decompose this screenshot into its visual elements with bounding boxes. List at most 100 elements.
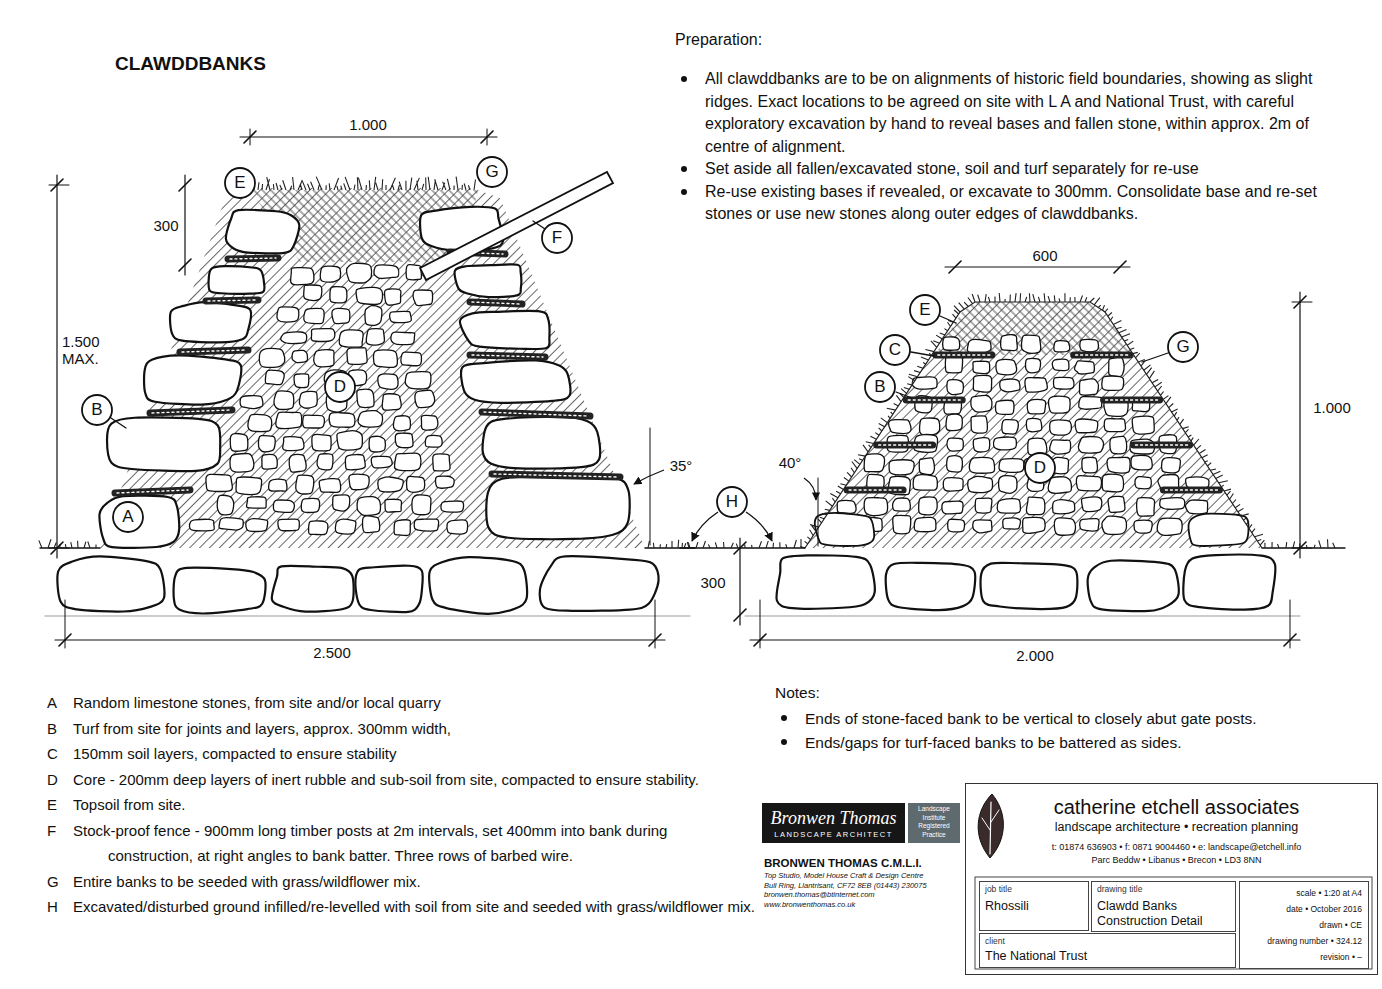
grass-fringe xyxy=(39,539,96,548)
extension-line xyxy=(1292,302,1312,303)
rubble-stone xyxy=(943,478,963,491)
rubble-stone xyxy=(414,519,438,531)
turf-hatch xyxy=(1136,444,1188,445)
rubble-stone xyxy=(1023,517,1045,533)
key-text: Stock-proof fence - 900mm long timber po… xyxy=(73,818,755,869)
extension-line xyxy=(760,600,761,648)
rubble-stone xyxy=(447,520,467,534)
callout-ring xyxy=(880,335,910,365)
callout-circle: D xyxy=(1024,452,1056,486)
rubble-stone xyxy=(1102,516,1127,534)
practice-address: Bull Ring, Llantrisant, CF72 8EB (01443)… xyxy=(764,881,962,891)
rubble-stone xyxy=(278,519,299,531)
rubble-stone xyxy=(1049,396,1071,413)
title-block-text: drawing number • 324.12 xyxy=(1246,933,1362,949)
turf-layer xyxy=(492,474,620,477)
title-block-text: scale • 1:20 at A4 xyxy=(1246,885,1362,901)
rubble-stone xyxy=(349,474,369,489)
turf-layer xyxy=(180,350,248,352)
rubble-stone xyxy=(1002,420,1019,434)
rubble-stone xyxy=(357,497,380,516)
rubble-stone xyxy=(405,372,431,389)
rubble-stone xyxy=(973,375,991,392)
callout-arrow xyxy=(746,512,772,541)
angle-arrow xyxy=(804,478,816,500)
face-stone xyxy=(486,476,629,539)
rubble-stone xyxy=(1107,457,1130,473)
rubble-stone xyxy=(1082,497,1102,512)
rubble-stone xyxy=(274,391,294,409)
label-anchor: 600 xyxy=(1030,247,1059,264)
logo-text: Registered Practice xyxy=(910,822,958,839)
face-stone xyxy=(483,417,601,469)
practice-name: BRONWEN THOMAS C.M.L.I. xyxy=(764,856,962,871)
turf-layer xyxy=(206,300,258,301)
excavation-line xyxy=(45,616,690,617)
callout-letter: H xyxy=(716,486,748,518)
title-block-text: revision • – xyxy=(1246,949,1362,965)
turf-layer xyxy=(1163,487,1219,494)
title-block-text: Clawdd Banks Construction Detail xyxy=(1097,899,1230,929)
rubble-stone xyxy=(382,394,401,410)
extension-line xyxy=(487,129,488,145)
key-letter: H xyxy=(47,894,73,920)
label-anchor: 1.000 xyxy=(347,116,389,133)
rubble-stone xyxy=(1157,518,1182,535)
rubble-stone xyxy=(1054,377,1074,389)
callout-circle: D xyxy=(324,371,356,405)
turf-layer xyxy=(877,442,933,449)
dimension-line xyxy=(184,175,185,275)
note-text: Ends of stone-faced bank to be vertical … xyxy=(805,707,1365,731)
key-text: Excavated/disturbed ground infilled/re-l… xyxy=(73,894,755,920)
rubble-stone xyxy=(291,268,314,285)
face-stone xyxy=(144,355,241,404)
rubble-stone xyxy=(357,389,374,407)
turf-hatch xyxy=(849,489,901,490)
turf-layer xyxy=(482,412,590,416)
bullet-dot xyxy=(681,166,687,172)
rubble-stone xyxy=(374,350,398,367)
rubble-stone xyxy=(837,501,856,514)
turf-layer xyxy=(1134,442,1190,449)
rubble-stone xyxy=(913,475,937,491)
dimension-tick xyxy=(734,542,746,554)
extension-line xyxy=(655,600,656,648)
callout-ring xyxy=(1168,332,1198,362)
rubble-stone xyxy=(996,400,1014,414)
rubble-stone xyxy=(247,497,267,508)
callout-circle: E xyxy=(224,167,256,201)
rubble-stone xyxy=(283,437,304,451)
title-block-text: Rhossili xyxy=(985,899,1083,914)
rubble-stone xyxy=(969,458,994,474)
rubble-stone xyxy=(301,498,319,512)
rubble-stone xyxy=(1048,477,1071,493)
text-group: Notes:Ends of stone-faced bank to be ver… xyxy=(775,681,1365,755)
key-row: HExcavated/disturbed ground infilled/re-… xyxy=(47,894,755,920)
label-anchor: 300 xyxy=(698,574,727,591)
rubble-stone xyxy=(407,476,425,492)
key-text: Turf from site for joints and layers, ap… xyxy=(73,716,755,742)
key-text: Core - 200mm deep layers of inert rubble… xyxy=(73,767,755,793)
rubble-stone xyxy=(292,350,307,362)
extension-line xyxy=(49,185,69,186)
note-text: All clawddbanks are to be on alignments … xyxy=(705,68,1325,158)
logo-text: Bronwen Thomas xyxy=(766,807,901,829)
rubble-stone xyxy=(1079,397,1102,410)
turf-hatch xyxy=(1076,354,1128,355)
grass-fringe xyxy=(648,540,690,548)
dimension: 1.000 xyxy=(347,116,389,133)
rubble-stone xyxy=(311,329,335,342)
key-row: GEntire banks to be seeded with grass/wi… xyxy=(47,869,755,895)
rubble-stone xyxy=(219,518,243,530)
rubble-stone xyxy=(371,456,392,468)
leader-line xyxy=(911,352,934,356)
base-stone xyxy=(540,556,659,611)
key-letter: G xyxy=(47,869,73,895)
face-stone xyxy=(461,360,570,402)
rubble-stone xyxy=(975,498,992,513)
turf-layer xyxy=(906,397,962,404)
key-row: DCore - 200mm deep layers of inert rubbl… xyxy=(47,767,755,793)
dimension: 1.000 xyxy=(1311,399,1353,416)
rubble-stone xyxy=(1027,400,1045,414)
